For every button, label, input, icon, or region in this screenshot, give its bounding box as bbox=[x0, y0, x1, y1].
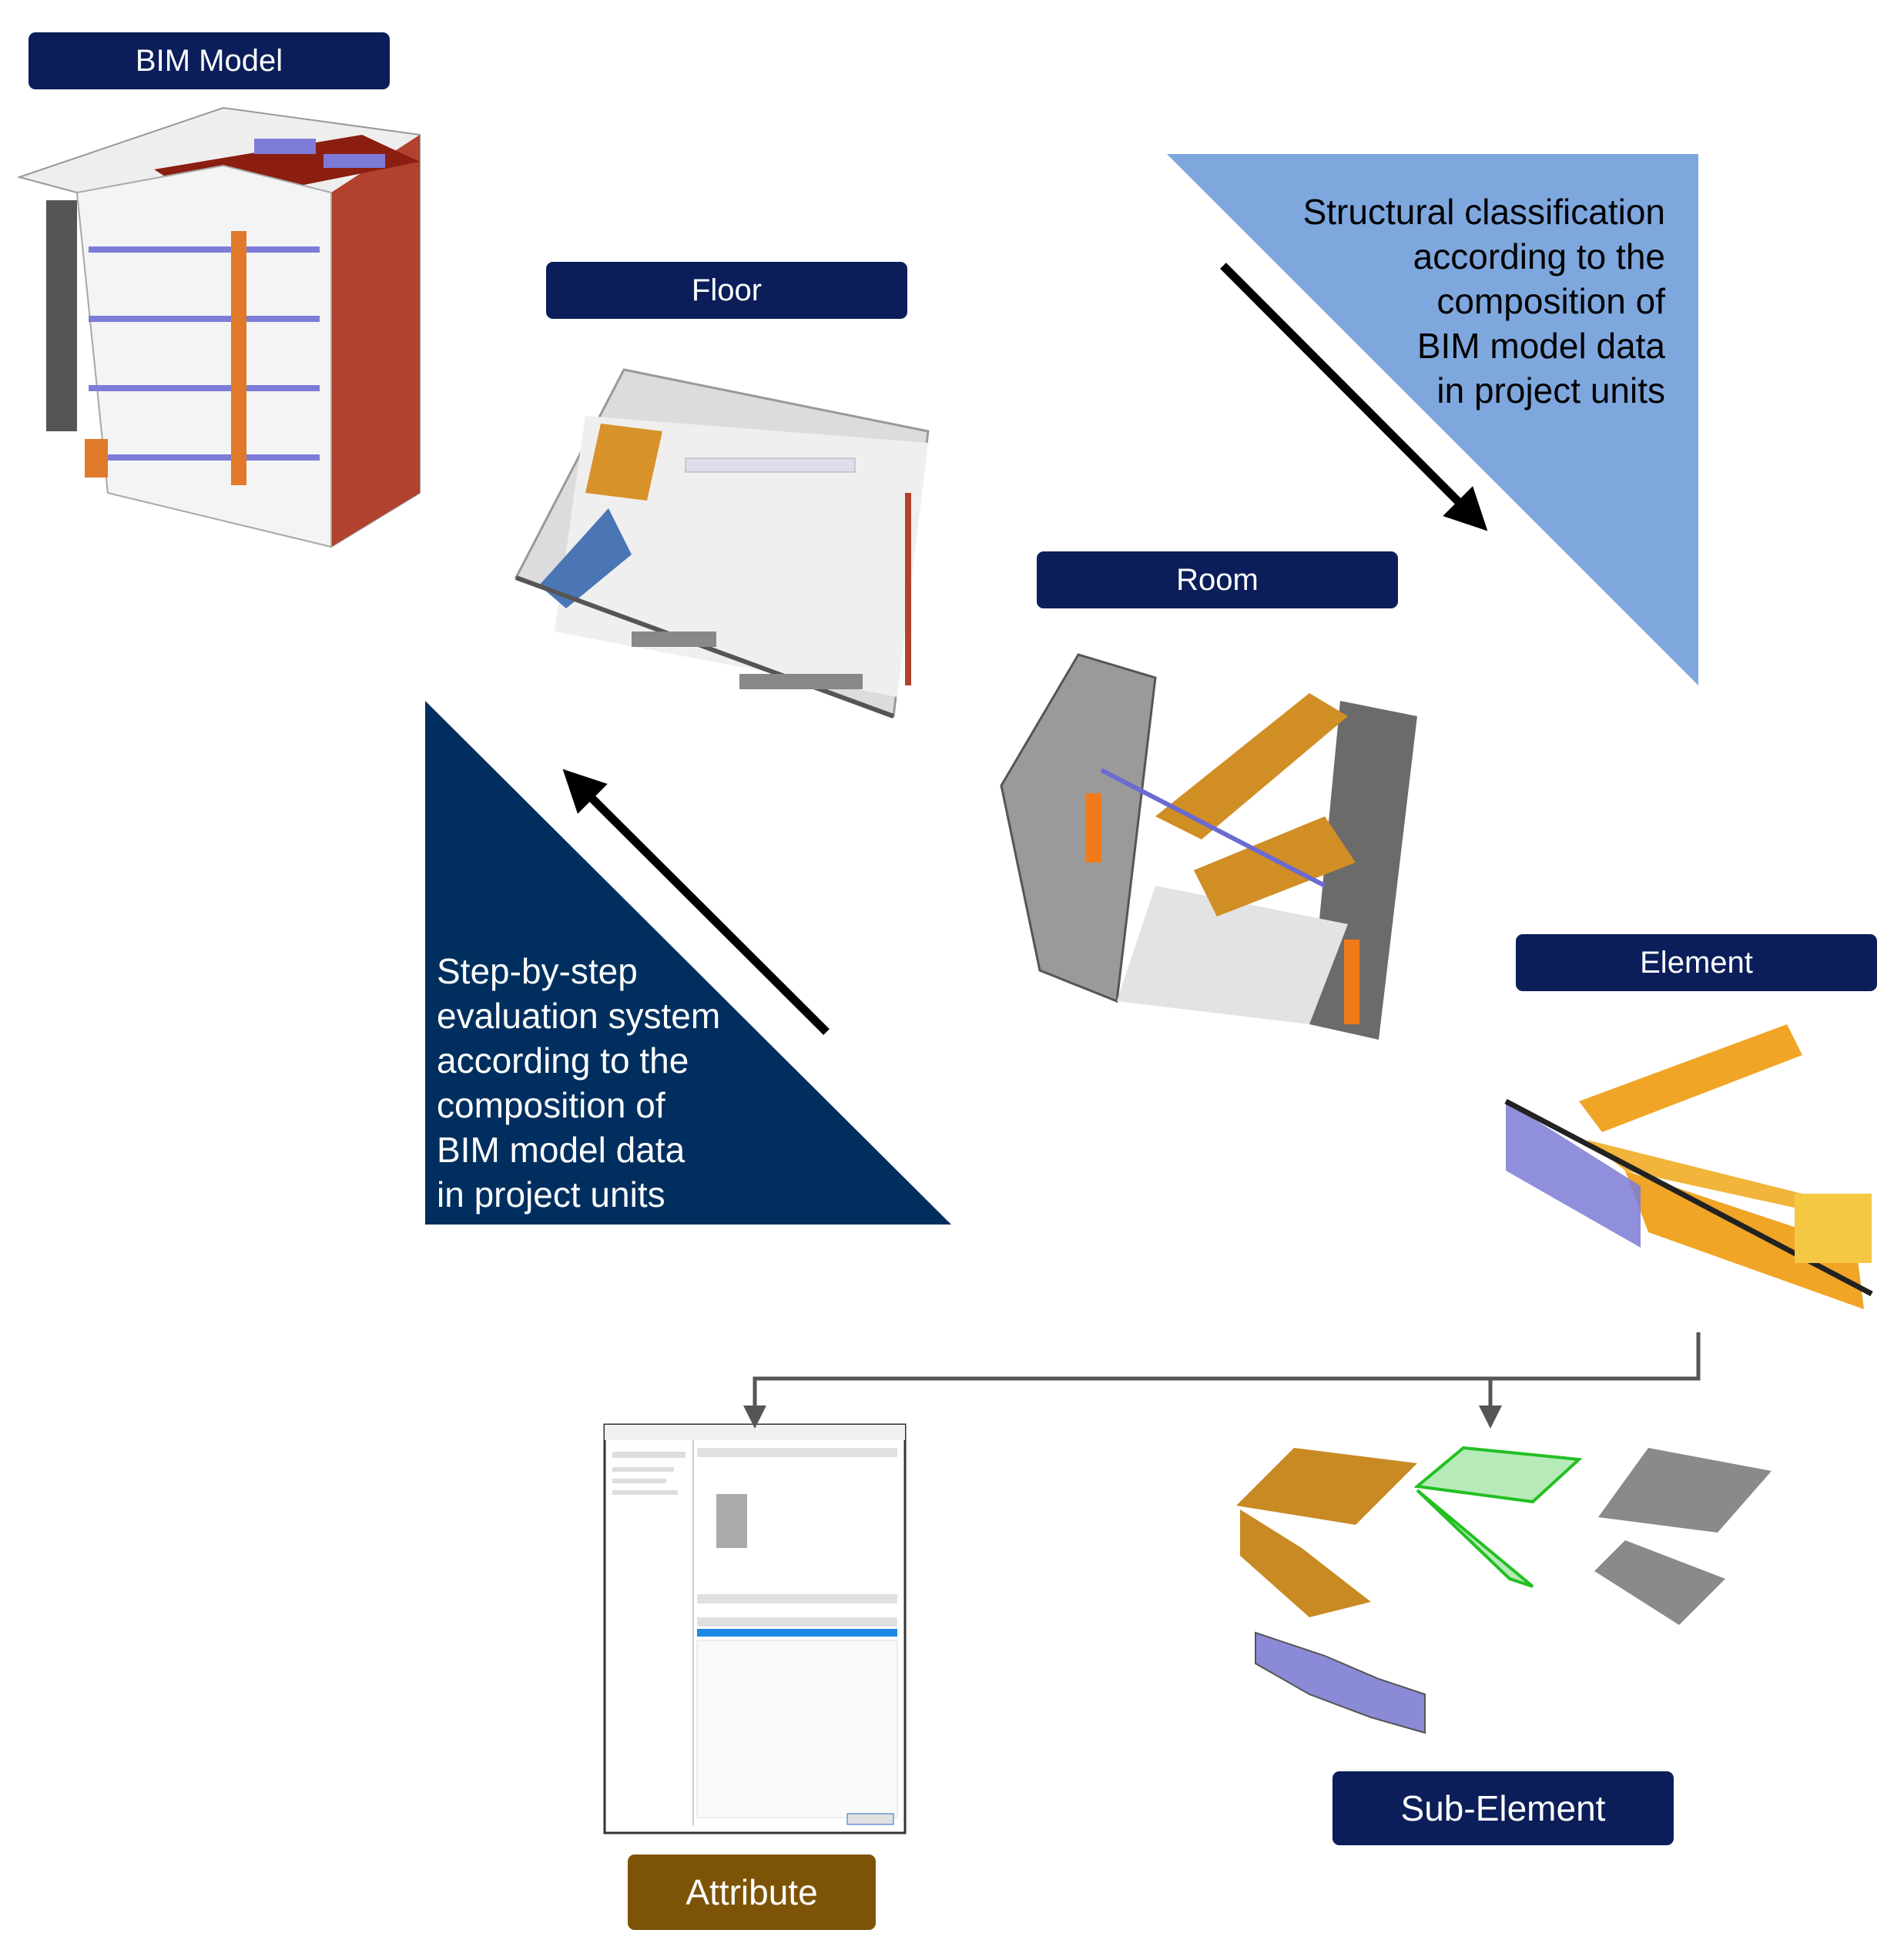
attribute-label: Attribute bbox=[628, 1854, 876, 1930]
evaluation-triangle bbox=[425, 701, 951, 1225]
evaluation-line: according to the bbox=[437, 1040, 689, 1081]
sub-element-images bbox=[1236, 1446, 1772, 1734]
evaluation-line: BIM model data bbox=[437, 1130, 686, 1170]
bim-model-building bbox=[16, 106, 421, 548]
evaluation-line: composition of bbox=[437, 1085, 665, 1125]
evaluation-line: evaluation system bbox=[437, 996, 721, 1036]
element-stair bbox=[1504, 1024, 1873, 1309]
classification-line: according to the bbox=[1413, 236, 1665, 276]
room-stair-core bbox=[1000, 653, 1417, 1040]
element-label: Element bbox=[1516, 934, 1877, 991]
classification-line: Structural classification bbox=[1302, 192, 1665, 232]
floor-label: Floor bbox=[546, 262, 907, 319]
classification-text: Structural classification according to t… bbox=[1303, 189, 1665, 413]
classification-line: BIM model data bbox=[1416, 326, 1665, 366]
element-connector bbox=[743, 1332, 1701, 1429]
room-label: Room bbox=[1037, 551, 1398, 608]
classification-line: in project units bbox=[1436, 370, 1665, 410]
sub-element-label: Sub-Element bbox=[1332, 1771, 1674, 1845]
evaluation-line: Step-by-step bbox=[437, 951, 638, 991]
attribute-dialog-image bbox=[603, 1423, 907, 1834]
evaluation-line: in project units bbox=[437, 1174, 665, 1215]
evaluation-arrow bbox=[562, 769, 830, 1035]
floor-plan bbox=[514, 368, 930, 719]
classification-triangle bbox=[1167, 154, 1698, 685]
bim-model-label: BIM Model bbox=[28, 32, 390, 89]
evaluation-text: Step-by-step evaluation system according… bbox=[437, 949, 720, 1217]
classification-line: composition of bbox=[1436, 281, 1665, 321]
classification-arrow bbox=[1220, 263, 1488, 531]
